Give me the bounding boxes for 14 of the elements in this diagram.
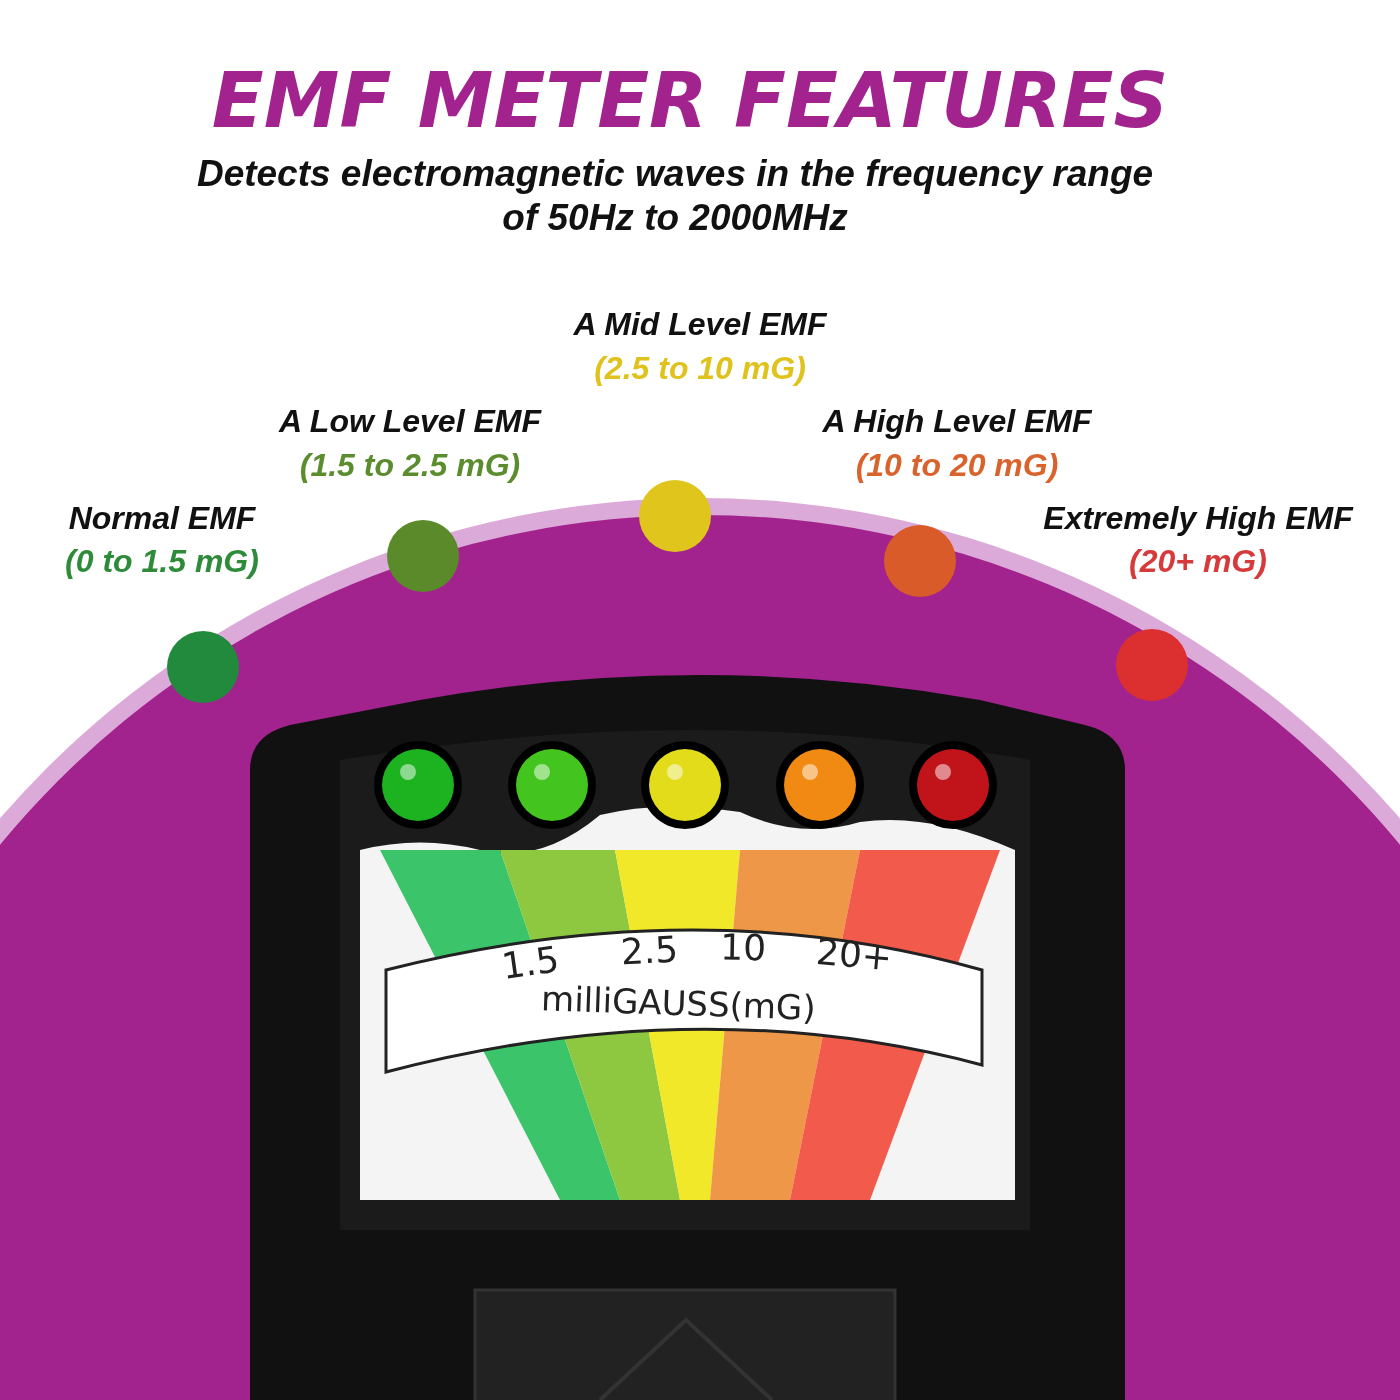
level-range: (2.5 to 10 mG) (594, 349, 806, 387)
level-range: (1.5 to 2.5 mG) (299, 446, 521, 484)
level-heading: A Low Level EMF (279, 402, 541, 440)
level-heading: A High Level EMF (822, 402, 1092, 440)
scale-value: 10 (719, 926, 767, 969)
level-heading: A Mid Level EMF (573, 305, 827, 343)
level-heading: Extremely High EMF (1043, 499, 1353, 537)
scale-value: 2.5 (619, 928, 679, 973)
subtitle: Detects electromagnetic waves in the frequency range of 50Hz to 2000MHz (195, 152, 1155, 240)
title: EMF METER FEATURES (211, 55, 1169, 145)
level-range: (20+ mG) (1129, 542, 1267, 580)
level-range: (10 to 20 mG) (855, 446, 1059, 484)
level-heading: Normal EMF (68, 499, 256, 537)
level-range: (0 to 1.5 mG) (65, 542, 259, 580)
